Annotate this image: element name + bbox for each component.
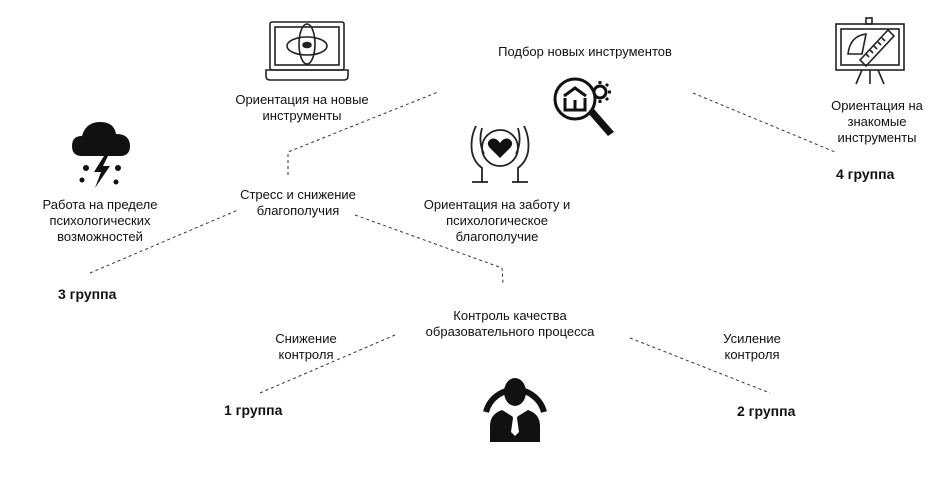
label-control-increase: Усиление контроля (723, 331, 781, 363)
line-1: Ориентация на (831, 98, 923, 113)
group-1-label: 1 группа (224, 402, 283, 418)
easel-ruler-icon (835, 17, 905, 85)
line-1: Усиление (723, 331, 781, 346)
line-1: Контроль качества (453, 308, 567, 323)
line-3: инструменты (837, 130, 917, 145)
label-care-orientation: Ориентация на заботу и психологическое б… (424, 197, 571, 245)
line-stress-to-group3 (89, 209, 239, 274)
line-2: знакомые (847, 114, 907, 129)
line-2: психологическое (446, 213, 548, 228)
line-stress-to-new-tools (287, 91, 439, 175)
label-limit-work: Работа на пределе психологических возмож… (43, 197, 158, 245)
search-book-gear-icon (553, 77, 614, 136)
group-2-label: 2 группа (737, 403, 796, 419)
line-1: Ориентация на заботу и (423, 197, 571, 212)
label-orientation-known-tools: Ориентация на знакомые инструменты (831, 98, 923, 146)
line-3: благополучие (455, 229, 539, 244)
laptop-orbit-icon (265, 21, 349, 81)
line-2: образовательного процесса (425, 324, 595, 339)
line-selection-to-group4 (692, 92, 836, 153)
label-control-decrease: Снижение контроля (275, 331, 336, 363)
label-new-tools-selection: Подбор новых инструментов (498, 44, 672, 59)
line-2: инструменты (262, 108, 342, 123)
label-quality-control: Контроль качества образовательного проце… (426, 308, 595, 340)
line-control-to-group1 (259, 334, 396, 394)
person-icon (483, 378, 547, 442)
line-1: Работа на пределе (42, 197, 158, 212)
line-1: Снижение (275, 331, 337, 346)
line-1: Стресс и снижение (240, 187, 356, 202)
storm-cloud-icon (72, 122, 130, 188)
line-control-to-group2 (629, 337, 771, 394)
line-2: психологических (49, 213, 151, 228)
label-orientation-new-tools: Ориентация на новые инструменты (235, 92, 368, 124)
line-2: благополучия (256, 203, 340, 218)
line-1: Ориентация на новые (235, 92, 369, 107)
line-2: контроля (278, 347, 334, 362)
group-4-label: 4 группа (836, 166, 895, 182)
hands-heart-icon (470, 125, 530, 183)
group-3-label: 3 группа (58, 286, 117, 302)
line-2: контроля (724, 347, 780, 362)
line-3: возможностей (57, 229, 143, 244)
label-stress: Стресс и снижение благополучия (240, 187, 356, 219)
line-stress-to-control (354, 214, 504, 284)
